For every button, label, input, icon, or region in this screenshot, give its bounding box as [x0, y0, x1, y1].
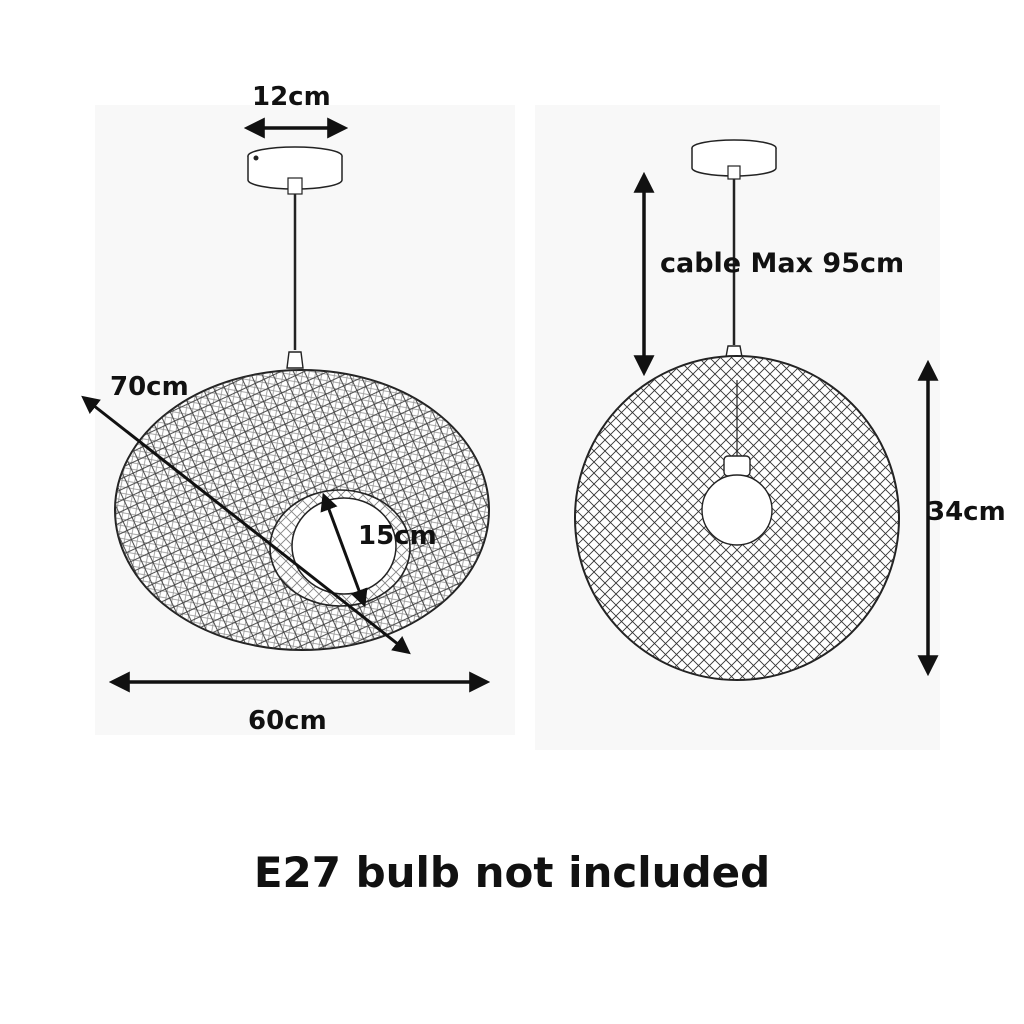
diagonal-label: 70cm	[110, 372, 189, 402]
sphere-pendant-lamp	[574, 139, 900, 681]
bulb-note: E27 bulb not included	[253, 848, 771, 897]
left-canopy	[247, 146, 343, 195]
right-canopy	[691, 139, 777, 180]
bulb-icon	[701, 380, 773, 546]
height-label: 34cm	[927, 497, 1006, 527]
hole-dimension-arrow	[320, 492, 368, 608]
diagonal-dimension-arrow	[81, 395, 411, 655]
cable-length-label: cable Max 95cm	[660, 248, 905, 279]
left-lamp-holder	[286, 351, 304, 369]
hole-diameter-label: 15cm	[358, 521, 437, 551]
width-label: 60cm	[248, 706, 327, 736]
canopy-diameter-label: 12cm	[252, 82, 331, 112]
